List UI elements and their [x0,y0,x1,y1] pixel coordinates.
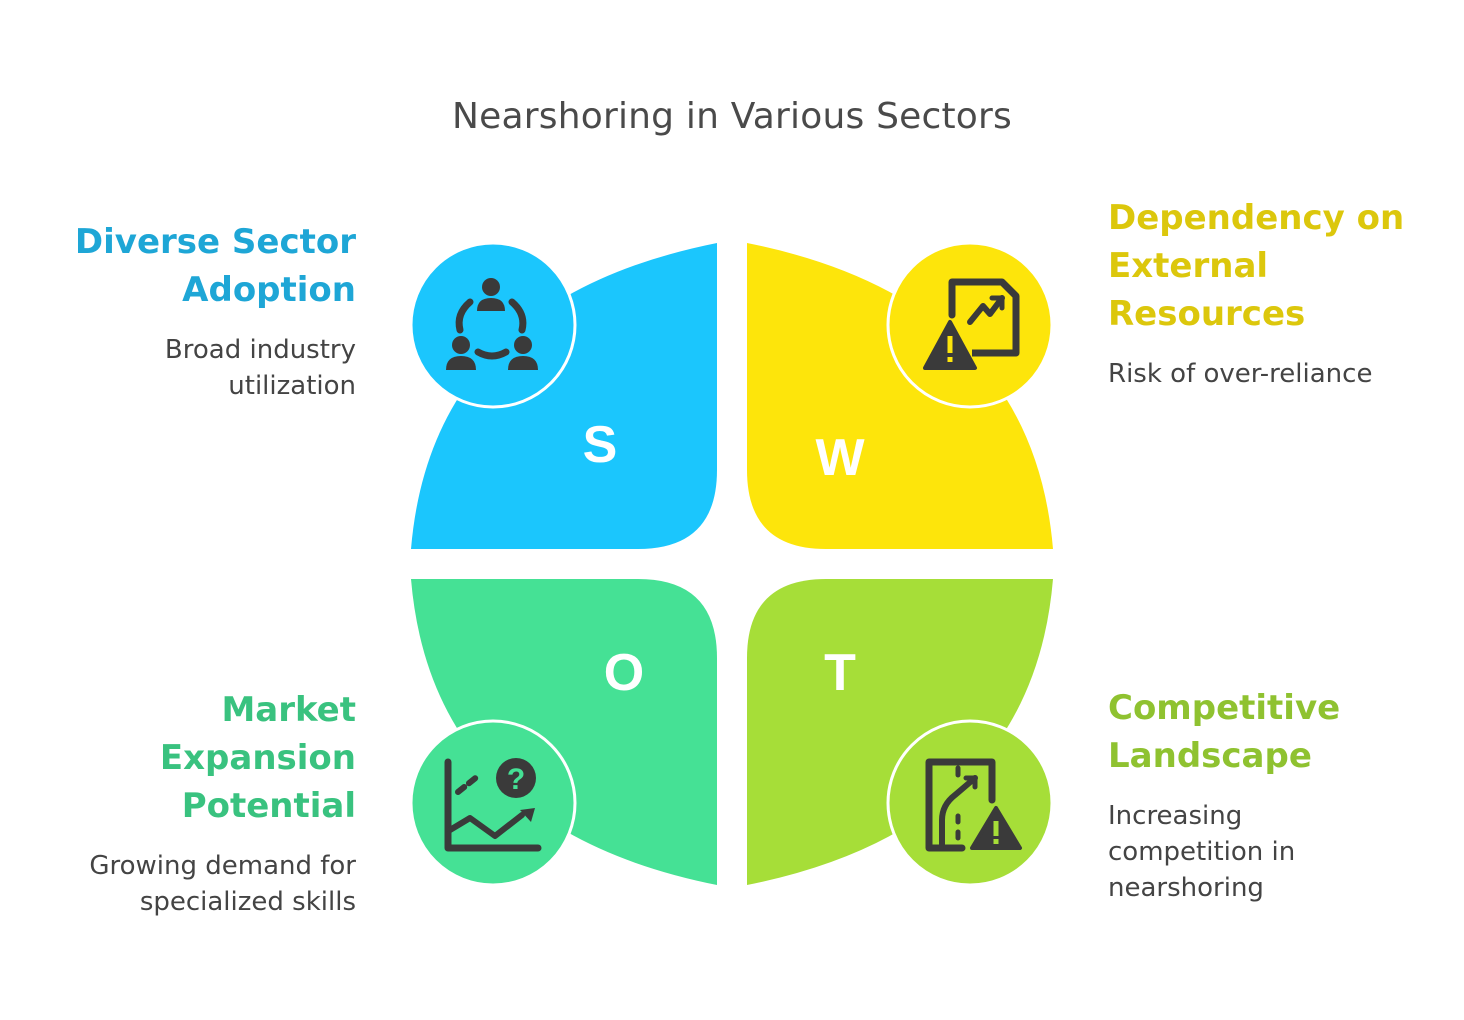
threat-label: Competitive Landscape Increasing competi… [1108,684,1340,906]
threat-heading: Competitive Landscape [1108,688,1341,776]
weakness-description: Risk of over-reliance [1108,359,1373,389]
weakness-quadrant [747,243,1053,549]
road-warning-icon [925,758,1022,852]
weakness-icon-circle [886,241,1054,409]
team-circle-icon [446,278,538,370]
growth-chart-question-icon: ? [444,758,542,852]
opportunity-icon-circle [409,719,577,887]
strength-description: Broad industry utilization [164,335,356,401]
threat-description: Increasing competition in nearshoring [1108,801,1296,903]
threat-quadrant [747,579,1053,885]
opportunity-heading: Market Expansion Potential [159,690,356,826]
strength-label: Diverse Sector Adoption Broad industry u… [75,218,356,404]
weakness-heading: Dependency on External Resources [1108,198,1405,334]
opportunity-description: Growing demand for specialized skills [89,851,356,917]
weakness-label: Dependency on External Resources Risk of… [1108,194,1404,392]
opportunity-letter: O [604,644,644,702]
strength-heading: Diverse Sector Adoption [74,222,356,310]
weakness-letter: W [815,429,865,487]
diagram-title: Nearshoring in Various Sectors [452,96,1012,137]
strength-quadrant [411,243,717,549]
strength-icon-circle [409,241,577,409]
svg-text:?: ? [507,763,525,796]
strength-letter: S [583,416,618,474]
threat-letter: T [824,644,856,702]
opportunity-label: Market Expansion Potential Growing deman… [89,686,356,920]
threat-icon-circle [886,719,1054,887]
document-chart-warning-icon [923,278,1020,370]
opportunity-quadrant [411,579,717,885]
